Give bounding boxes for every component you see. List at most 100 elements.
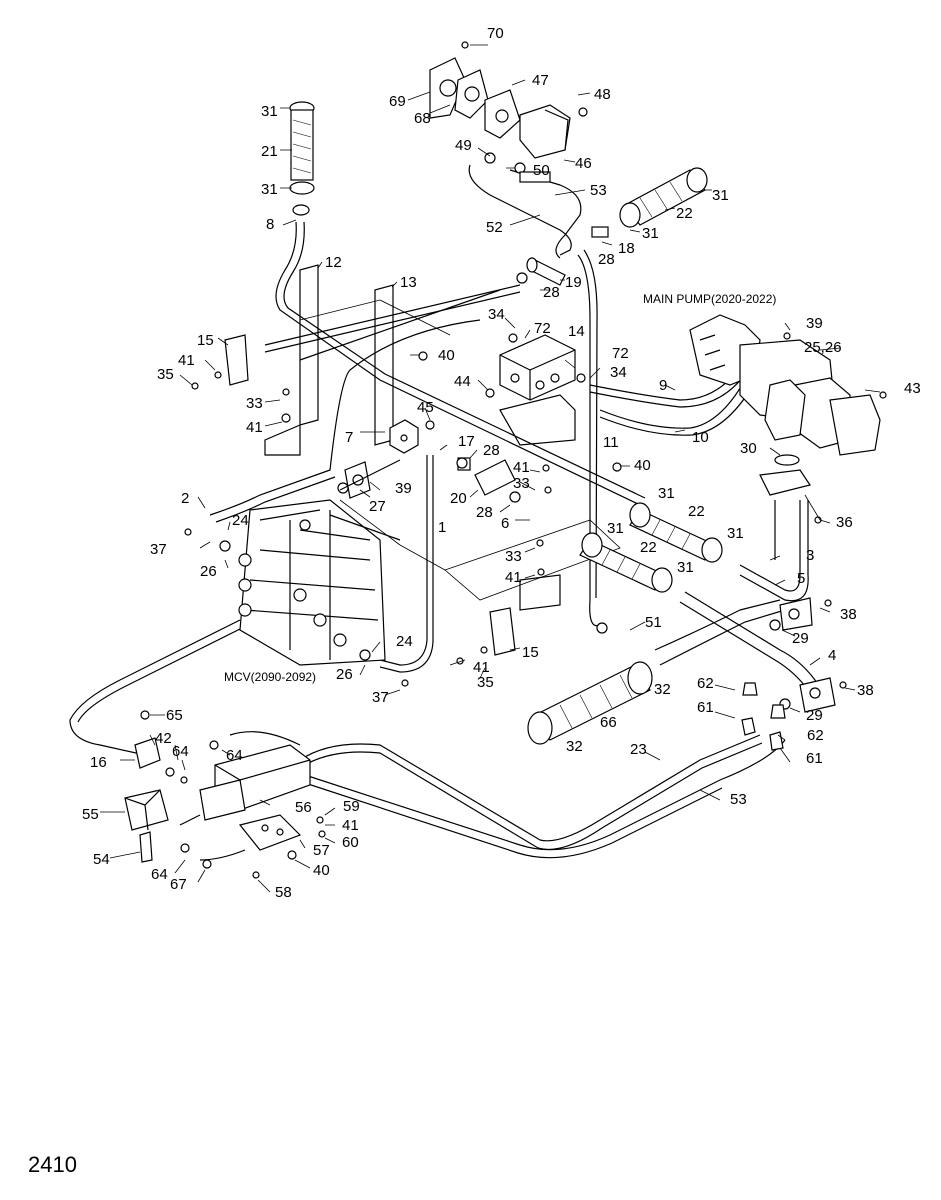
callout: 57 bbox=[313, 842, 330, 859]
solenoid-valve-56 bbox=[199, 744, 311, 851]
callout: 28 bbox=[483, 442, 500, 459]
callout: 72 bbox=[534, 320, 551, 337]
callout: 34 bbox=[488, 306, 505, 323]
callout: 66 bbox=[600, 714, 617, 731]
callout: 18 bbox=[618, 240, 635, 257]
callout: 39 bbox=[806, 315, 823, 332]
callout: 31 bbox=[642, 225, 659, 242]
callout: 31 bbox=[712, 187, 729, 204]
callout: 42 bbox=[155, 730, 172, 747]
callout: 32 bbox=[566, 738, 583, 755]
pipe-lines bbox=[69, 164, 821, 861]
pipe-19 bbox=[526, 257, 566, 286]
callout: 67 bbox=[170, 876, 187, 893]
mcv-label: MCV(2090-2092) bbox=[224, 670, 316, 684]
callout: 35 bbox=[477, 674, 494, 691]
callout: 24 bbox=[396, 633, 413, 650]
callout: 53 bbox=[590, 182, 607, 199]
callout: 1 bbox=[438, 519, 446, 536]
fittings bbox=[140, 41, 887, 879]
main-pump-label: MAIN PUMP(2020-2022) bbox=[643, 292, 776, 306]
callout: 62 bbox=[807, 727, 824, 744]
callout: 6 bbox=[501, 515, 509, 532]
callout: 31 bbox=[677, 559, 694, 576]
callout: 56 bbox=[295, 799, 312, 816]
callout-numbers: 70 69 68 47 48 49 50 46 53 52 31 22 18 3… bbox=[82, 25, 921, 901]
callout: 22 bbox=[688, 503, 705, 520]
callout: 35 bbox=[157, 366, 174, 383]
callout: 29 bbox=[792, 630, 809, 647]
callout: 41 bbox=[513, 459, 530, 476]
leader-lines bbox=[100, 44, 881, 893]
filter-21-top bbox=[289, 101, 315, 216]
callout: 48 bbox=[594, 86, 611, 103]
callout: 15 bbox=[197, 332, 214, 349]
callout: 68 bbox=[414, 110, 431, 127]
callout: 31 bbox=[607, 520, 624, 537]
callout: 72 bbox=[612, 345, 629, 362]
filter-23 bbox=[527, 661, 653, 745]
callout: 4 bbox=[828, 647, 836, 664]
callout: 64 bbox=[172, 743, 189, 760]
callout: 21 bbox=[261, 143, 278, 160]
callout: 70 bbox=[487, 25, 504, 42]
callout: 58 bbox=[275, 884, 292, 901]
callout: 15 bbox=[522, 644, 539, 661]
callout: 41 bbox=[342, 817, 359, 834]
block-14 bbox=[499, 334, 576, 401]
callout: 22 bbox=[676, 205, 693, 222]
main-pump bbox=[689, 314, 881, 496]
callout: 55 bbox=[82, 806, 99, 823]
callout: 54 bbox=[93, 851, 110, 868]
callout: 37 bbox=[372, 689, 389, 706]
callout: 47 bbox=[532, 72, 549, 89]
callout: 31 bbox=[658, 485, 675, 502]
callout: 20 bbox=[450, 490, 467, 507]
callout: 17 bbox=[458, 433, 475, 450]
callout: 40 bbox=[438, 347, 455, 364]
callout: 40 bbox=[313, 862, 330, 879]
callout: 45 bbox=[417, 399, 434, 416]
callout: 28 bbox=[543, 284, 560, 301]
mcv-valve bbox=[238, 459, 401, 666]
callout: 61 bbox=[806, 750, 823, 767]
top-pump-assembly bbox=[429, 57, 571, 183]
callout: 7 bbox=[345, 429, 353, 446]
callout: 41 bbox=[178, 352, 195, 369]
callout: 28 bbox=[476, 504, 493, 521]
callout: 33 bbox=[246, 395, 263, 412]
callout: 49 bbox=[455, 137, 472, 154]
callout: 41 bbox=[473, 659, 490, 676]
callout: 50 bbox=[533, 162, 550, 179]
callout: 2 bbox=[181, 490, 189, 507]
callout: 11 bbox=[603, 434, 619, 451]
callout: 26 bbox=[336, 666, 353, 683]
callout: 38 bbox=[857, 682, 874, 699]
callout: 14 bbox=[568, 323, 585, 340]
page-number: 2410 bbox=[28, 1152, 77, 1177]
callout: 59 bbox=[343, 798, 360, 815]
callout: 44 bbox=[454, 373, 471, 390]
callout: 62 bbox=[697, 675, 714, 692]
callout: 22 bbox=[640, 539, 657, 556]
callout: 52 bbox=[486, 219, 503, 236]
callout: 31 bbox=[261, 103, 278, 120]
filter-22 bbox=[591, 167, 708, 238]
callout: 13 bbox=[400, 274, 417, 291]
callout: 33 bbox=[513, 475, 530, 492]
frame-brackets bbox=[224, 264, 621, 656]
callout: 41 bbox=[246, 419, 263, 436]
callout: 19 bbox=[565, 274, 582, 291]
callout: 40 bbox=[634, 457, 651, 474]
callout: 61 bbox=[697, 699, 714, 716]
flange-27 bbox=[337, 461, 371, 499]
callout: 46 bbox=[575, 155, 592, 172]
callout: 41 bbox=[505, 569, 522, 586]
callout: 64 bbox=[226, 747, 243, 764]
callout: 31 bbox=[727, 525, 744, 542]
callout: 16 bbox=[90, 754, 107, 771]
callout: 37 bbox=[150, 541, 167, 558]
callout: 23 bbox=[630, 741, 647, 758]
callout: 26 bbox=[200, 563, 217, 580]
